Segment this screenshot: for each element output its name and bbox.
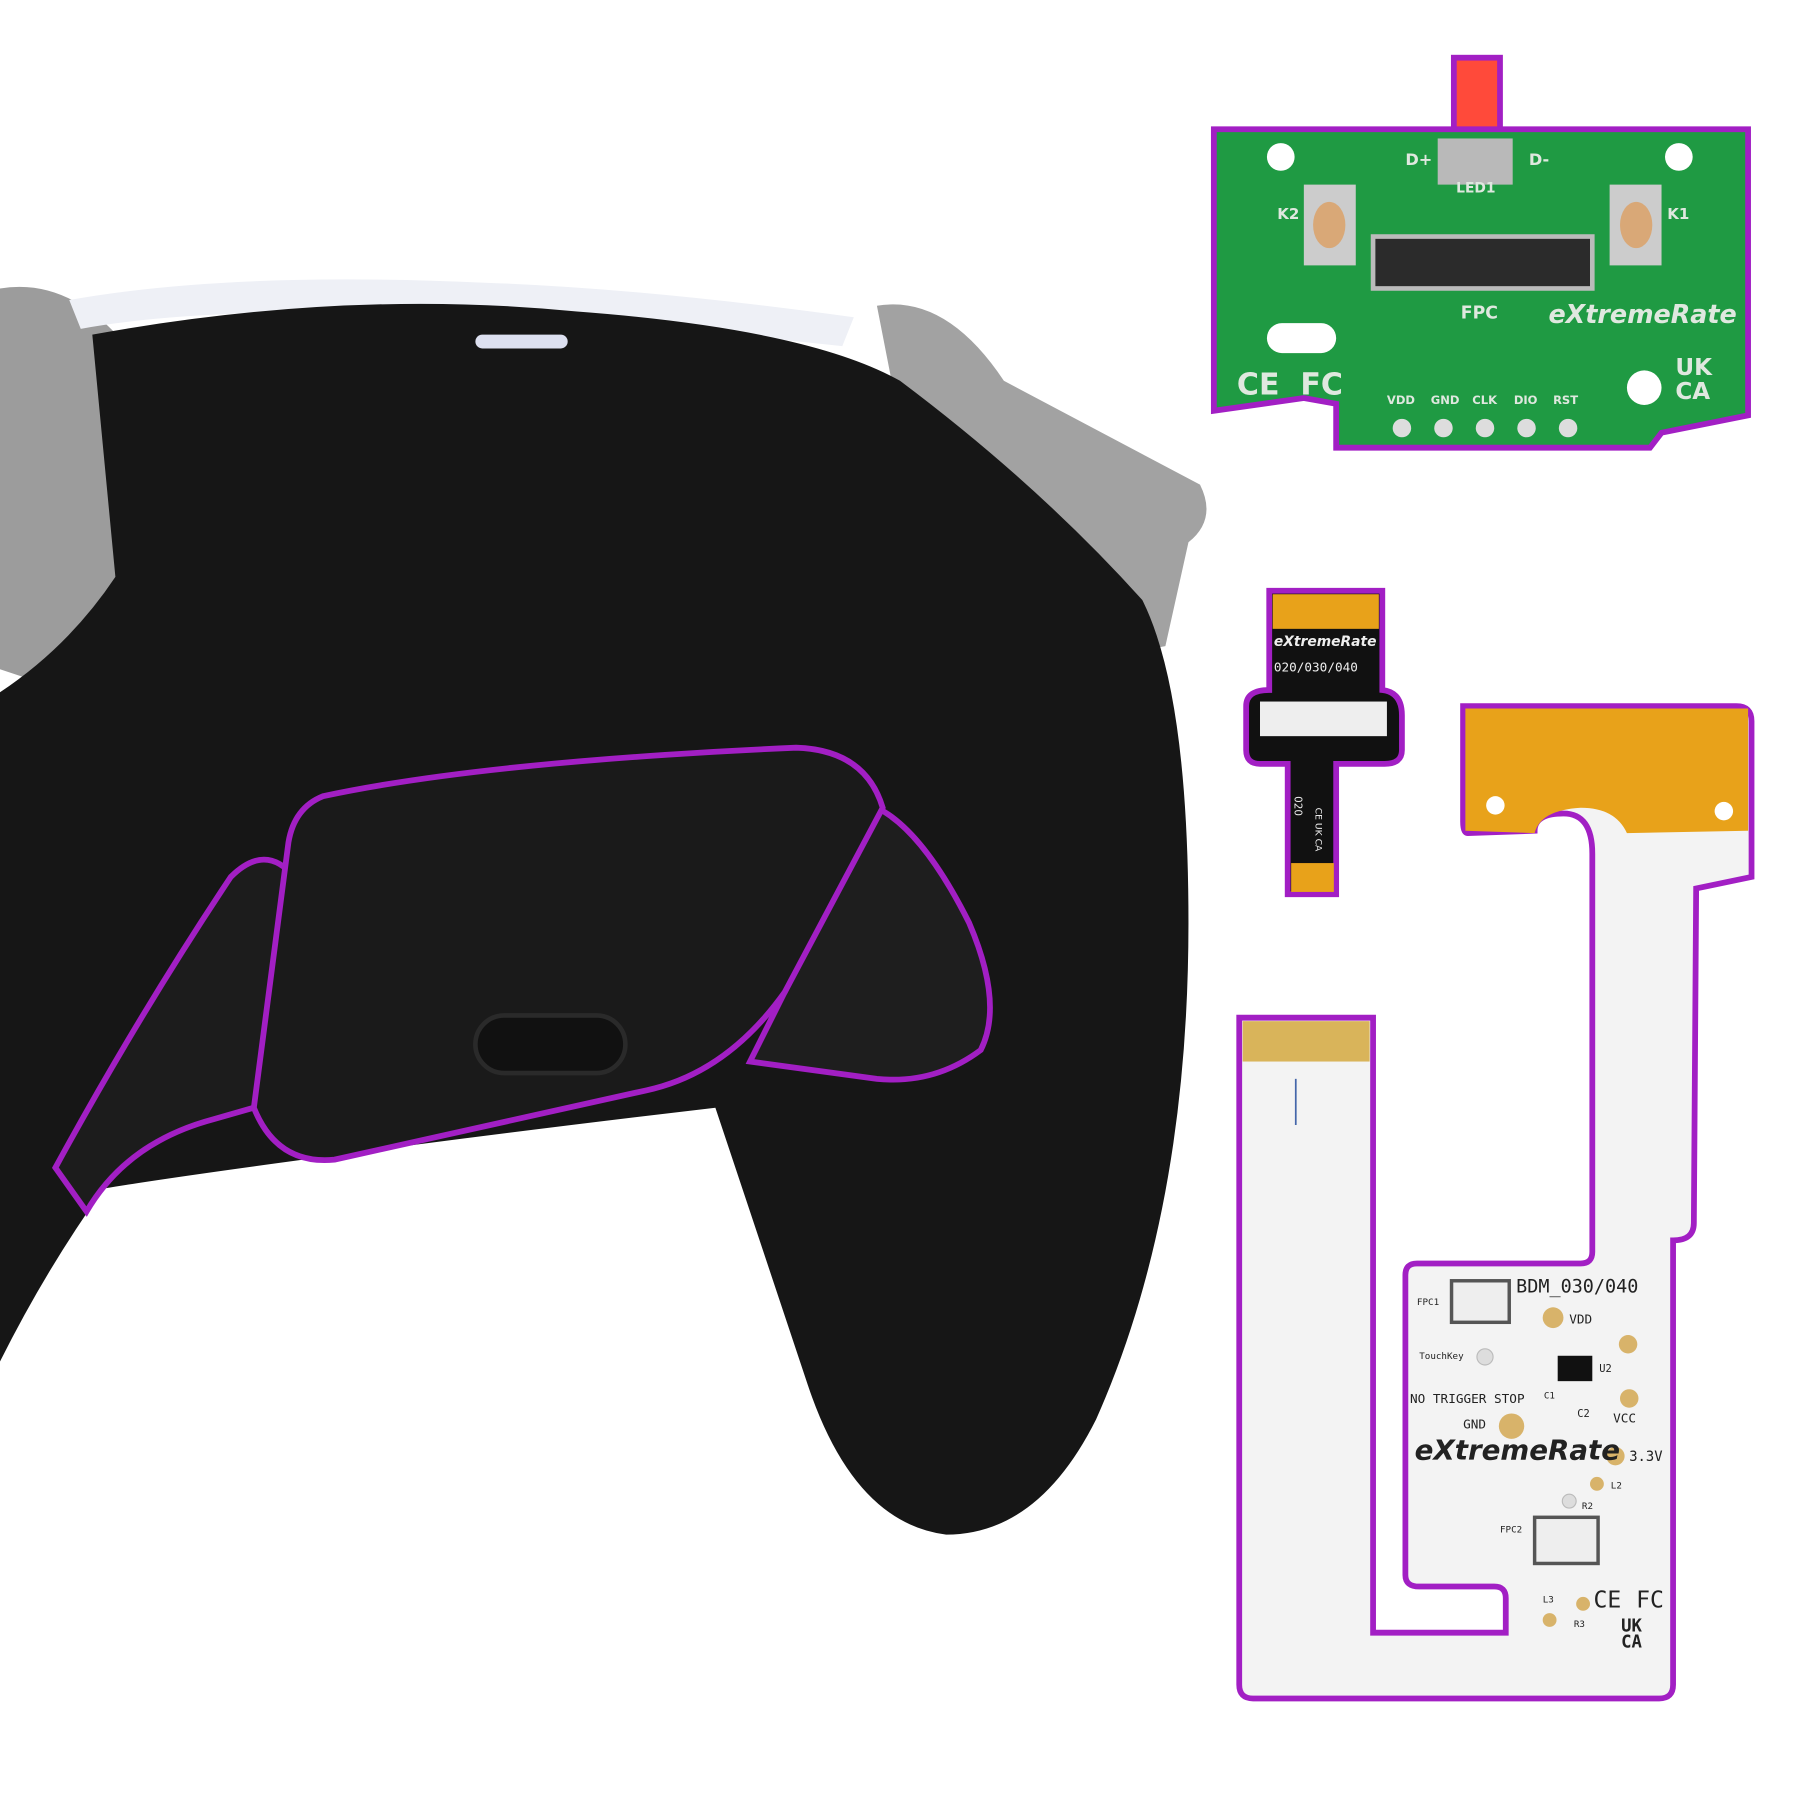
- u2-label: U2: [1599, 1363, 1612, 1375]
- white-ce-mark: CE: [1593, 1587, 1621, 1613]
- bdm-title: BDM_030/040: [1516, 1276, 1638, 1297]
- fc-mark: FC: [1300, 368, 1343, 403]
- k1-label: K1: [1667, 205, 1689, 223]
- fpc-label: FPC: [1461, 303, 1498, 323]
- d-plus-label: D+: [1405, 150, 1432, 169]
- white-ukca-bottom: CA: [1621, 1633, 1642, 1653]
- small-flex-cable: eXtremeRate 020/030/040 020 CE UK CA: [1243, 587, 1405, 898]
- k2-label: K2: [1277, 205, 1299, 223]
- white-brand-logo: eXtremeRate: [1415, 1434, 1620, 1467]
- l3-label: L3: [1543, 1595, 1554, 1606]
- pin-header: VDD GND CLK DIO RST: [1387, 393, 1578, 438]
- pin-label: CLK: [1472, 393, 1498, 407]
- d-minus-label: D-: [1529, 150, 1549, 169]
- remap-button: [473, 1013, 628, 1076]
- fpc2-label: FPC2: [1500, 1524, 1522, 1535]
- pin-label: GND: [1431, 393, 1460, 407]
- no-trigger-stop-label: NO TRIGGER STOP: [1410, 1391, 1525, 1406]
- touchkey-label: TouchKey: [1419, 1351, 1464, 1362]
- ce-mark: CE: [1237, 368, 1280, 403]
- white-flex-board: BDM_030/040 FPC1 VDD TouchKey U2 C1 C2 N…: [1236, 703, 1755, 1702]
- v33-label: 3.3V: [1629, 1449, 1662, 1465]
- ukca-top: UK: [1675, 355, 1713, 381]
- pin-label: VDD: [1387, 393, 1415, 407]
- fpc1-label: FPC1: [1417, 1297, 1439, 1308]
- led-red: [1450, 54, 1503, 142]
- controller: [0, 279, 1207, 1535]
- back-button-housing: [250, 744, 886, 1164]
- led-label: LED1: [1456, 181, 1495, 197]
- ukca-bottom: CA: [1675, 379, 1710, 405]
- c1-label: C1: [1544, 1390, 1555, 1401]
- pin-label: RST: [1553, 393, 1578, 407]
- r3-label: R3: [1574, 1619, 1585, 1630]
- l2-label: L2: [1611, 1480, 1622, 1491]
- vdd-label: VDD: [1569, 1311, 1592, 1326]
- green-pcb-board: D+ D- LED1 K2 K1 FPC eXtremeRate CE FC U…: [1210, 54, 1751, 451]
- r2-label: R2: [1582, 1501, 1593, 1512]
- gnd-label: GND: [1463, 1416, 1486, 1431]
- flex-brand: eXtremeRate: [1274, 634, 1377, 650]
- pin-label: DIO: [1514, 393, 1538, 407]
- flex-model: 020/030/040: [1274, 660, 1358, 675]
- right-back-paddle: [745, 803, 993, 1083]
- flex-code: 020: [1292, 796, 1304, 816]
- flex-marks: CE UK CA: [1312, 808, 1323, 852]
- vcc-label: VCC: [1613, 1411, 1636, 1426]
- c2-label: C2: [1577, 1408, 1590, 1420]
- led-slot: [475, 334, 568, 349]
- white-ukca-top: UK: [1621, 1617, 1642, 1637]
- white-fc-mark: FC: [1636, 1587, 1664, 1613]
- green-brand-logo: eXtremeRate: [1548, 299, 1736, 329]
